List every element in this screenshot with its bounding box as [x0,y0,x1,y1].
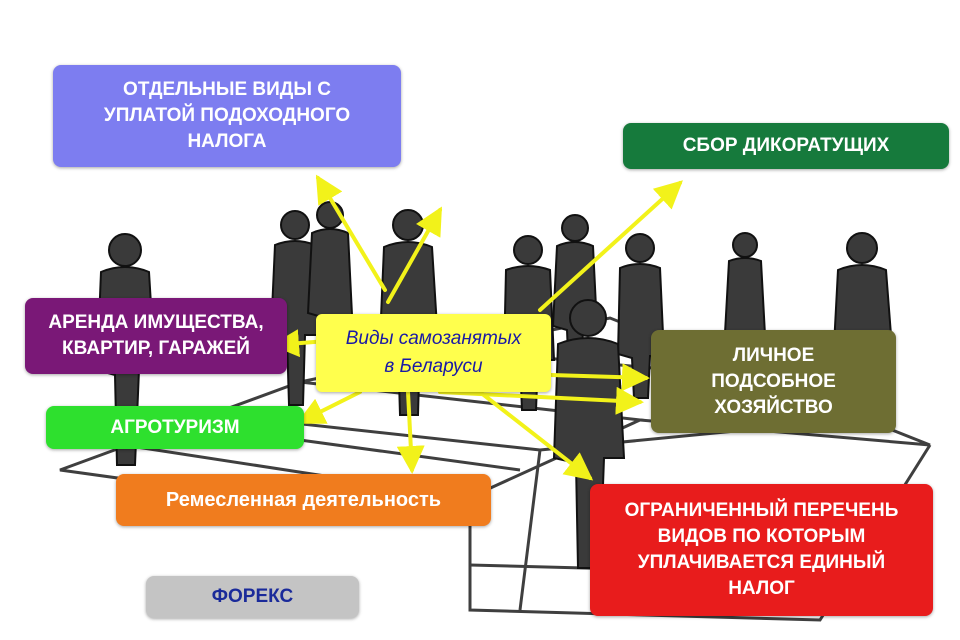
arrow-to-floor [438,386,644,415]
category-agrotourism: Агротуризм [46,406,304,449]
category-forex: Форекс [146,576,359,618]
center-box-self-employed-types: Виды самозанятых в Беларуси [316,314,551,392]
arrow-to-crafts [396,390,425,474]
arrow-to-person [386,206,442,304]
category-income-tax: Отдельные виды с уплатой подоходного нал… [53,65,401,167]
category-rent: Аренда имущества, квартир, гаражей [25,298,287,374]
connection-arrows [271,174,683,481]
category-single-tax: Ограниченный перечень видов по которым у… [590,484,933,616]
category-subsidiary-farm: Личное подсобное хозяйство [651,330,896,433]
arrow-to-agrotourism [296,390,362,424]
person-silhouette-7 [616,233,666,399]
category-crafts: Ремесленная деятельность [116,474,491,526]
arrow-to-single-tax [478,390,594,481]
person-silhouette-8 [723,232,767,366]
arrow-to-gathering [538,180,683,312]
person-silhouette-2 [269,210,322,406]
arrow-to-subsidiary-farm [549,363,650,392]
arrow-to-income-tax [315,174,387,292]
category-gathering: Сбор дикоратущих [623,123,949,169]
